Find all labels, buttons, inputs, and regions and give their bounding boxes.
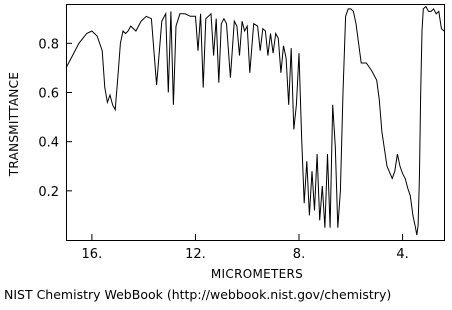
x-tick-label: 8. (293, 247, 305, 262)
x-tick-label: 12. (185, 247, 206, 262)
y-tick-label: 0.8 (38, 37, 59, 52)
x-axis-title: MICROMETERS (211, 267, 303, 281)
y-tick-label: 0.2 (38, 185, 59, 200)
plot-frame (66, 4, 445, 241)
transmittance-line (65, 5, 445, 236)
source-credit: NIST Chemistry WebBook (http://webbook.n… (4, 287, 392, 302)
y-axis-title: TRANSMITTANCE (7, 72, 21, 177)
axis-ticks: 16. 12. 8. 4. 0.2 0.4 0.6 0.8 (38, 37, 408, 262)
x-tick-label: 16. (82, 247, 103, 262)
x-tick-label: 4. (396, 247, 408, 262)
y-tick-label: 0.4 (38, 136, 59, 151)
y-tick-label: 0.6 (38, 87, 59, 102)
